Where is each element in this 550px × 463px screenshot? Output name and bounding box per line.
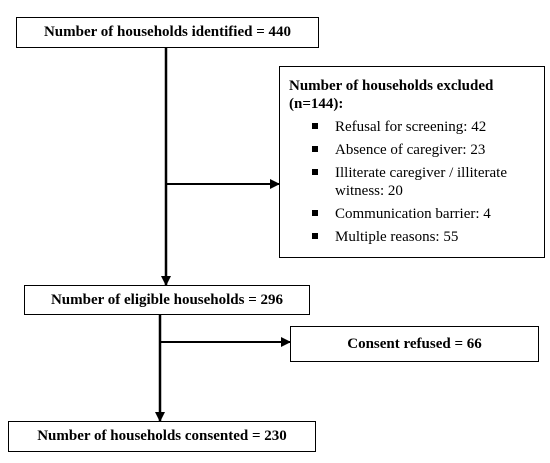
exclusion-reason-text: Refusal for screening: 42 (335, 119, 487, 135)
households-identified-label: Number of households identified = 440 (43, 24, 292, 40)
exclusion-reasons-list: Refusal for screening: 42 Absence of car… (289, 118, 538, 246)
households-identified-box: Number of households identified = 440 (16, 17, 319, 48)
households-consented-box: Number of households consented = 230 (8, 421, 316, 452)
consent-refused-box: Consent refused = 66 (290, 326, 539, 362)
eligible-households-label: Number of eligible households = 296 (50, 291, 284, 308)
exclusion-reason-item: Communication barrier: 4 (289, 205, 538, 223)
exclusion-reason-item: Refusal for screening: 42 (289, 118, 538, 136)
households-consented-label: Number of households consented = 230 (37, 428, 287, 444)
square-bullet-icon (312, 123, 318, 129)
exclusion-reason-text: Communication barrier: 4 (335, 206, 491, 222)
households-excluded-title: Number of households excluded (n=144): (289, 78, 494, 112)
exclusion-reason-item: Multiple reasons: 55 (289, 228, 538, 246)
exclusion-reason-item: Illiterate caregiver / illiterate witnes… (289, 164, 538, 200)
exclusion-reason-item: Absence of caregiver: 23 (289, 141, 538, 159)
exclusion-reason-text: Absence of caregiver: 23 (335, 142, 486, 158)
square-bullet-icon (312, 210, 318, 216)
square-bullet-icon (312, 146, 318, 152)
exclusion-reason-text: Illiterate caregiver / illiterate witnes… (335, 165, 507, 199)
households-excluded-box: Number of households excluded (n=144): R… (279, 66, 545, 258)
exclusion-reason-text: Multiple reasons: 55 (335, 229, 459, 245)
eligible-households-box: Number of eligible households = 296 (24, 285, 310, 315)
consent-refused-label: Consent refused = 66 (347, 335, 482, 352)
square-bullet-icon (312, 233, 318, 239)
square-bullet-icon (312, 169, 318, 175)
